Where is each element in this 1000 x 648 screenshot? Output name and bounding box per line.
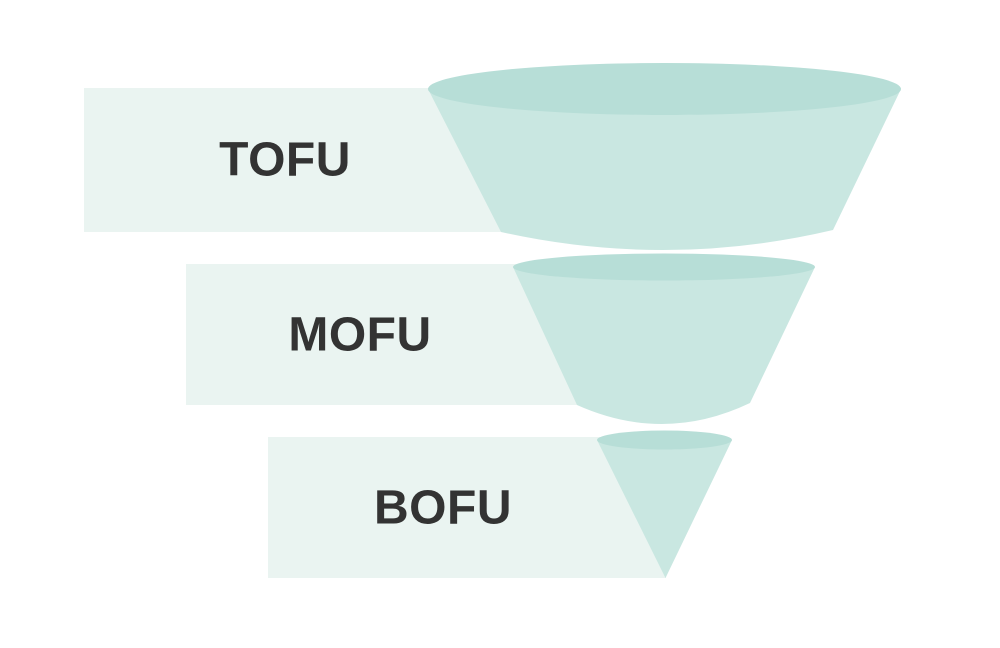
stage-band-bofu: BOFU <box>268 437 666 578</box>
stage-band-tofu: TOFU <box>84 88 665 232</box>
stage-label-mofu: MOFU <box>288 308 432 361</box>
stage-label-tofu: TOFU <box>219 133 351 187</box>
stage-label-bofu: BOFU <box>374 481 512 534</box>
stage-band-mofu: MOFU <box>186 264 665 405</box>
